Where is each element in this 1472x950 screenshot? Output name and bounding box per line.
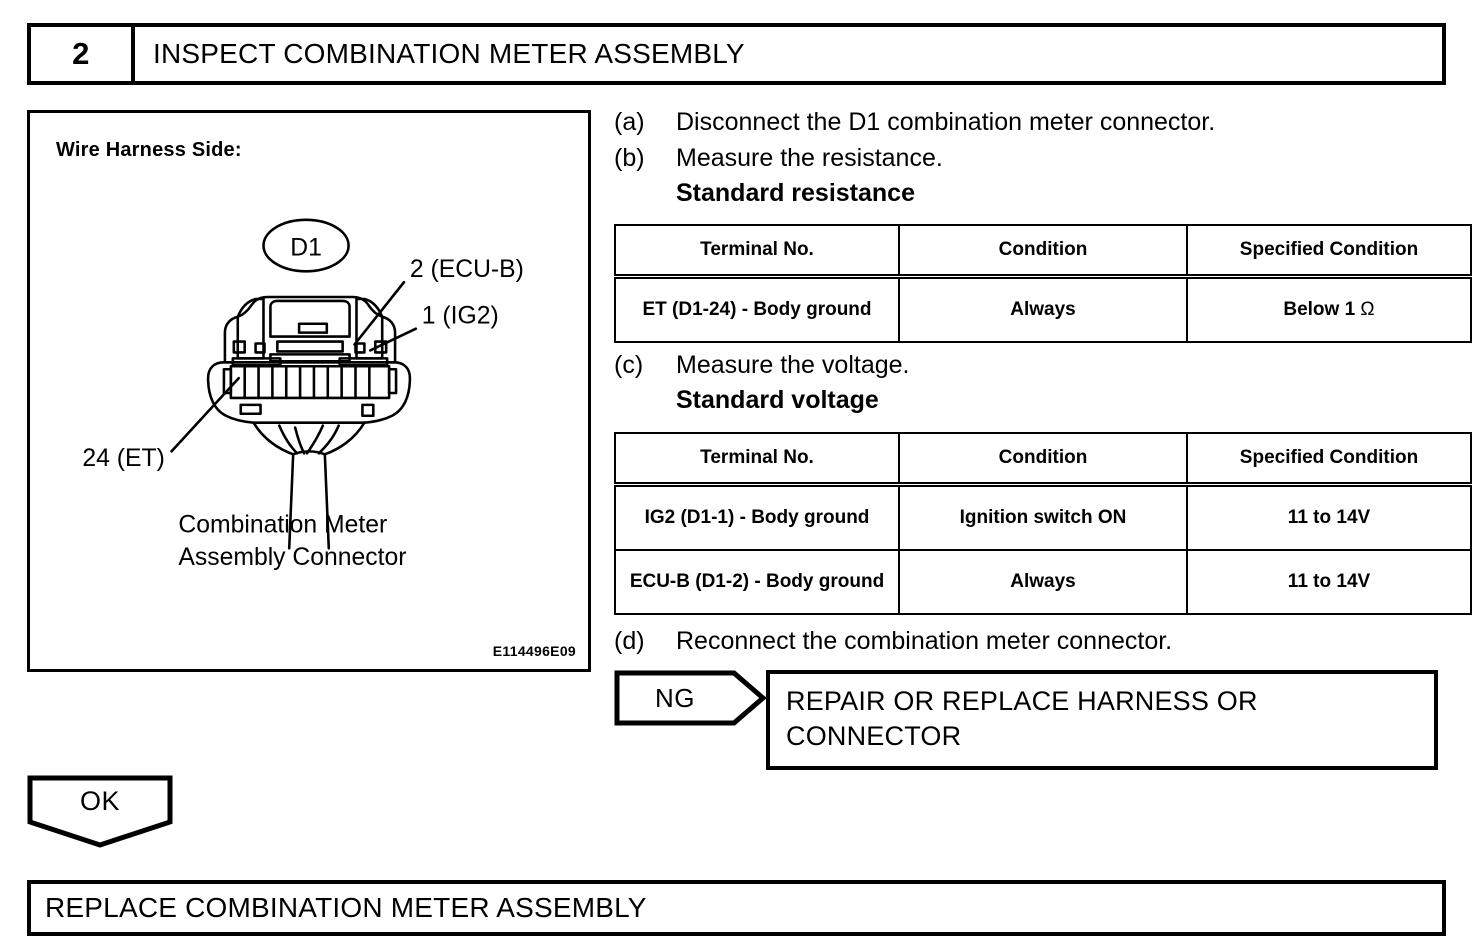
header-specified-condition: Specified Condition bbox=[1186, 224, 1472, 279]
wire-cable-top bbox=[291, 450, 327, 456]
wire-boot-right bbox=[323, 421, 366, 456]
connector-id-oval bbox=[262, 218, 350, 273]
ohm-symbol: Ω bbox=[1360, 299, 1375, 321]
connector-center-block bbox=[269, 299, 351, 338]
connector-lock-tab-right bbox=[355, 297, 384, 360]
connector-diagram: D1 2 (ECU-B) 1 (IG2) 24 (ET) Combination… bbox=[82, 218, 524, 571]
standard-voltage-table: Terminal No. Condition Specified Conditi… bbox=[614, 432, 1472, 615]
instruction-a-text: Disconnect the D1 combination meter conn… bbox=[676, 108, 1216, 136]
cell-condition: Always bbox=[898, 549, 1188, 615]
header-condition: Condition bbox=[898, 224, 1188, 279]
connector-keyway-left bbox=[232, 340, 246, 354]
cell-specified: 11 to 14V bbox=[1186, 483, 1472, 551]
ng-result-group: NG REPAIR OR REPLACE HARNESS OR CONNECTO… bbox=[614, 670, 1438, 771]
connector-pin-guide-right bbox=[354, 342, 366, 354]
instruction-b: (b) Measure the resistance. Standard res… bbox=[614, 142, 943, 209]
wire-cable-right bbox=[323, 453, 331, 550]
standard-resistance-heading: Standard resistance bbox=[676, 178, 915, 207]
connector-lock-tab-left bbox=[236, 297, 265, 360]
instruction-c-marker: (c) bbox=[614, 351, 644, 379]
instruction-b-text: Measure the resistance. bbox=[676, 144, 943, 172]
ng-label: NG bbox=[655, 682, 695, 713]
connector-pin-guide-left bbox=[254, 342, 266, 354]
ok-arrow-tag: OK bbox=[27, 775, 173, 849]
connector-shell bbox=[206, 361, 412, 424]
instruction-c-text: Measure the voltage. bbox=[676, 351, 910, 379]
connector-center-bar bbox=[276, 340, 344, 353]
callout-et: 24 (ET) bbox=[82, 445, 164, 472]
instruction-d: (d) Reconnect the combination meter conn… bbox=[614, 625, 1172, 658]
callout-ecu-b: 2 (ECU-B) bbox=[410, 256, 524, 283]
callout-ig2: 1 (IG2) bbox=[422, 303, 499, 330]
leader-line-ig2 bbox=[369, 327, 418, 352]
step-title: INSPECT COMBINATION METER ASSEMBLY bbox=[153, 38, 745, 69]
connector-id-label: D1 bbox=[290, 234, 322, 261]
cell-specified: 11 to 14V bbox=[1186, 549, 1472, 615]
instruction-c: (c) Measure the voltage. Standard voltag… bbox=[614, 349, 909, 416]
cell-specified: Below 1 Ω bbox=[1186, 275, 1472, 343]
instruction-d-marker: (d) bbox=[614, 627, 645, 655]
connector-center-bar-2 bbox=[269, 353, 351, 363]
connector-keyway-right bbox=[373, 340, 388, 354]
terminal-end-left bbox=[222, 367, 233, 395]
cell-terminal: ECU-B (D1-2) - Body ground bbox=[614, 549, 900, 615]
header-condition: Condition bbox=[898, 432, 1188, 487]
terminal-row bbox=[229, 364, 391, 400]
instruction-a: (a) Disconnect the D1 combination meter … bbox=[614, 106, 1215, 139]
cell-terminal: IG2 (D1-1) - Body ground bbox=[614, 483, 900, 551]
table-row: ET (D1-24) - Body ground Always Below 1 … bbox=[614, 275, 1472, 343]
ng-action-box: REPAIR OR REPLACE HARNESS OR CONNECTOR bbox=[766, 670, 1438, 771]
ok-pentagon-icon bbox=[27, 775, 173, 848]
ng-arrow-tag: NG bbox=[614, 670, 766, 726]
ng-pentagon-icon bbox=[614, 670, 766, 726]
connector-center-notch bbox=[297, 322, 329, 334]
instruction-d-text: Reconnect the combination meter connecto… bbox=[676, 627, 1173, 655]
figure-panel: Wire Harness Side: bbox=[27, 110, 591, 672]
specified-value: Below 1 bbox=[1283, 299, 1361, 321]
table-header-row: Terminal No. Condition Specified Conditi… bbox=[614, 224, 1472, 279]
table-row: ECU-B (D1-2) - Body ground Always 11 to … bbox=[614, 549, 1472, 615]
cell-terminal: ET (D1-24) - Body ground bbox=[614, 275, 900, 343]
cell-condition: Always bbox=[898, 275, 1188, 343]
leader-line-et bbox=[170, 376, 241, 453]
connector-name-line1: Combination Meter bbox=[178, 511, 387, 538]
connector-name-line2: Assembly Connector bbox=[178, 544, 406, 571]
header-specified-condition: Specified Condition bbox=[1186, 432, 1472, 487]
table-row: IG2 (D1-1) - Body ground Ignition switch… bbox=[614, 483, 1472, 551]
standard-voltage-heading: Standard voltage bbox=[676, 385, 879, 414]
instruction-a-marker: (a) bbox=[614, 108, 645, 136]
header-terminal-no: Terminal No. bbox=[614, 224, 900, 279]
final-action-text: REPLACE COMBINATION METER ASSEMBLY bbox=[45, 892, 647, 923]
cell-condition: Ignition switch ON bbox=[898, 483, 1188, 551]
wire-cable-left bbox=[287, 453, 295, 550]
standard-resistance-table: Terminal No. Condition Specified Conditi… bbox=[614, 224, 1472, 343]
step-number: 2 bbox=[31, 27, 135, 81]
ng-action-line2: CONNECTOR bbox=[786, 721, 962, 752]
wire-boot-left bbox=[252, 421, 295, 456]
terminal-end-right bbox=[387, 367, 398, 395]
step-header-bar: 2 INSPECT COMBINATION METER ASSEMBLY bbox=[27, 23, 1446, 85]
connector-mount-right bbox=[361, 403, 375, 418]
figure-title: Wire Harness Side: bbox=[56, 139, 242, 161]
ng-action-line1: REPAIR OR REPLACE HARNESS OR bbox=[786, 686, 1258, 716]
figure-reference-code: E114496E09 bbox=[492, 643, 576, 659]
final-action-banner: REPLACE COMBINATION METER ASSEMBLY bbox=[27, 880, 1446, 936]
table-header-row: Terminal No. Condition Specified Conditi… bbox=[614, 432, 1472, 487]
connector-mount-left bbox=[239, 403, 262, 416]
instruction-b-marker: (b) bbox=[614, 144, 645, 172]
header-terminal-no: Terminal No. bbox=[614, 432, 900, 487]
ok-label: OK bbox=[79, 785, 120, 816]
